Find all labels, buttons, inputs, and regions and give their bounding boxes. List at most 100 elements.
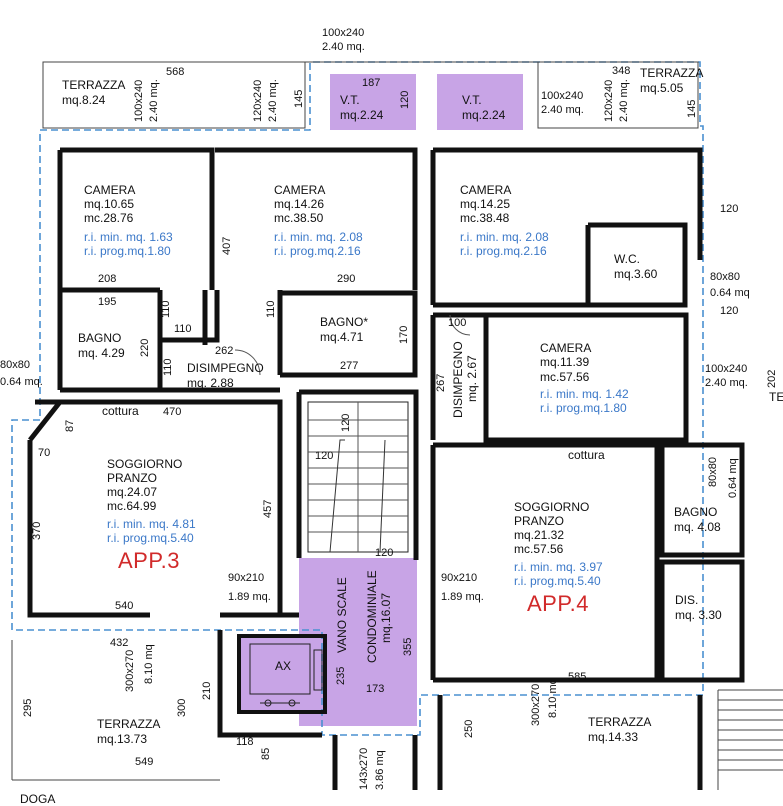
camera4-window-size: 100x240 <box>705 363 748 375</box>
ax-machine <box>249 643 323 707</box>
dim-87: 87 <box>64 419 76 432</box>
camera3-volume: mc.38.48 <box>460 211 510 225</box>
dim-470: 470 <box>163 406 182 418</box>
soggiorno4-label: SOGGIORNO <box>514 500 590 514</box>
bagno2-area: mq.4.71 <box>320 330 364 344</box>
bagno3-area: mq. 4.08 <box>674 520 721 534</box>
camera2-volume: mc.38.50 <box>274 211 324 225</box>
bottom-right-window-size: 300x270 <box>530 683 542 726</box>
ax-label: AX <box>275 659 292 673</box>
terrazza-br-label: TERRAZZA <box>588 715 652 729</box>
purple-zones <box>239 74 523 726</box>
terrazza-tl-area: mq.8.24 <box>62 93 106 107</box>
opening-top-size: 100x240 <box>322 27 365 39</box>
vt-left-area: mq.2.24 <box>340 108 384 122</box>
app3-label: APP.3 <box>118 548 181 573</box>
soggiorno3-area: mq.24.07 <box>107 485 158 499</box>
dim-170: 170 <box>398 325 410 344</box>
camera2-ri-min: r.i. min. mq. 2.08 <box>274 230 363 244</box>
camera4-ri-min: r.i. min. mq. 1.42 <box>540 387 629 401</box>
dim-432: 432 <box>110 637 129 649</box>
dim-267: 267 <box>435 373 447 392</box>
dim-355: 355 <box>402 637 414 656</box>
dim-290: 290 <box>337 273 356 285</box>
dim-262: 262 <box>215 345 234 357</box>
dis-label: DIS. <box>675 593 699 607</box>
soggiorno3-ri-prog: r.i. prog.mq.5.40 <box>107 531 194 545</box>
dim-120-vt: 120 <box>399 90 411 109</box>
bottom-right-window-area: 8.10 mq <box>547 678 559 718</box>
camera2-ri-prog: r.i. prog.mq.2.16 <box>274 244 361 258</box>
disimpegno1-label: DISIMPEGNO <box>187 361 264 375</box>
soggiorno4-area: mq.21.32 <box>514 528 565 542</box>
dim-173: 173 <box>366 683 385 695</box>
opening-vt-right-size: 100x240 <box>541 90 584 102</box>
camera4-label: CAMERA <box>540 341 592 355</box>
dim-277: 277 <box>340 360 359 372</box>
wc-window-area: 0.64 mq <box>710 287 750 299</box>
camera4-area: mq.11.39 <box>540 355 590 369</box>
vt-left-label: V.T. <box>340 93 360 107</box>
camera1-label: CAMERA <box>84 183 136 197</box>
bagno1-label: BAGNO <box>78 331 122 345</box>
cottura-left: cottura <box>102 404 139 418</box>
camera3-area: mq.14.25 <box>460 197 511 211</box>
opening-tr-area: 2.40 mq. <box>618 79 630 122</box>
dim-348: 348 <box>612 65 631 77</box>
vano-scale-label: VANO SCALE <box>335 577 349 653</box>
dim-120-landing: 120 <box>375 547 394 559</box>
terrazza-bl-label: TERRAZZA <box>97 717 161 731</box>
dim-407: 407 <box>221 236 233 255</box>
terrazza-tr-area: mq.5.05 <box>640 81 684 95</box>
dim-100: 100 <box>448 317 467 329</box>
dim-457: 457 <box>262 499 274 518</box>
dim-70: 70 <box>38 447 51 459</box>
app4-label: APP.4 <box>527 591 590 616</box>
dim-220: 220 <box>139 338 151 357</box>
exterior-stairs <box>717 689 783 790</box>
vano-scale-label2: CONDOMINIALE <box>365 570 379 663</box>
bagno1-area: mq. 4.29 <box>78 346 125 360</box>
bottom-center-window-area: 3.86 mq <box>374 750 386 790</box>
walls <box>27 147 745 790</box>
bagno3-label: BAGNO <box>674 505 718 519</box>
dim-120-stair-v: 120 <box>340 413 352 432</box>
camera3-label: CAMERA <box>460 183 512 197</box>
vt-right-area: mq.2.24 <box>462 108 506 122</box>
camera3-ri-prog: r.i. prog.mq.2.16 <box>460 244 547 258</box>
dim-110-b: 110 <box>174 323 192 335</box>
door-left-area: 1.89 mq. <box>228 591 271 603</box>
staircase <box>307 401 409 553</box>
opening-tl1-size: 100x240 <box>133 79 145 122</box>
vano-scale-area: mq.16.07 <box>379 592 393 643</box>
opening-top-area: 2.40 mq. <box>322 41 365 53</box>
dim-120-wc: 120 <box>720 203 739 215</box>
camera1-ri-min: r.i. min. mq. 1.63 <box>84 230 173 244</box>
camera4-window-area: 2.40 mq. <box>705 377 748 389</box>
soggiorno3-label2: PRANZO <box>107 471 158 485</box>
opening-tr-size: 120x240 <box>603 79 615 122</box>
camera1-ri-prog: r.i. prog.mq.1.80 <box>84 244 171 258</box>
bagno3-window-area: 0.64 mq <box>727 458 739 498</box>
bottom-left-window-area: 8.10 mq <box>143 644 155 684</box>
te-partial-label: TE <box>769 390 783 404</box>
dis-area: mq. 3.30 <box>675 608 722 622</box>
bagno1-window-area: 0.64 mq. <box>0 376 43 388</box>
opening-tl1-area: 2.40 mq. <box>148 79 160 122</box>
dim-110-c: 110 <box>265 300 277 318</box>
dim-295: 295 <box>22 698 34 717</box>
soggiorno3-label: SOGGIORNO <box>107 457 183 471</box>
disimpegno1-area: mq. 2.88 <box>187 376 234 390</box>
soggiorno4-ri-prog: r.i. prog.mq.5.40 <box>514 574 601 588</box>
dim-110-a: 110 <box>160 300 172 318</box>
soggiorno4-ri-min: r.i. min. mq. 3.97 <box>514 560 603 574</box>
terrazza-tl-label: TERRAZZA <box>62 78 126 92</box>
opening-tl2-area: 2.40 mq. <box>267 79 279 122</box>
wc-label: W.C. <box>614 252 640 266</box>
dim-370: 370 <box>31 521 43 540</box>
opening-vt-right-area: 2.40 mq. <box>541 104 584 116</box>
vt-left-area <box>330 74 416 130</box>
soggiorno4-volume: mc.57.56 <box>514 542 564 556</box>
dim-145-right: 145 <box>686 99 698 118</box>
